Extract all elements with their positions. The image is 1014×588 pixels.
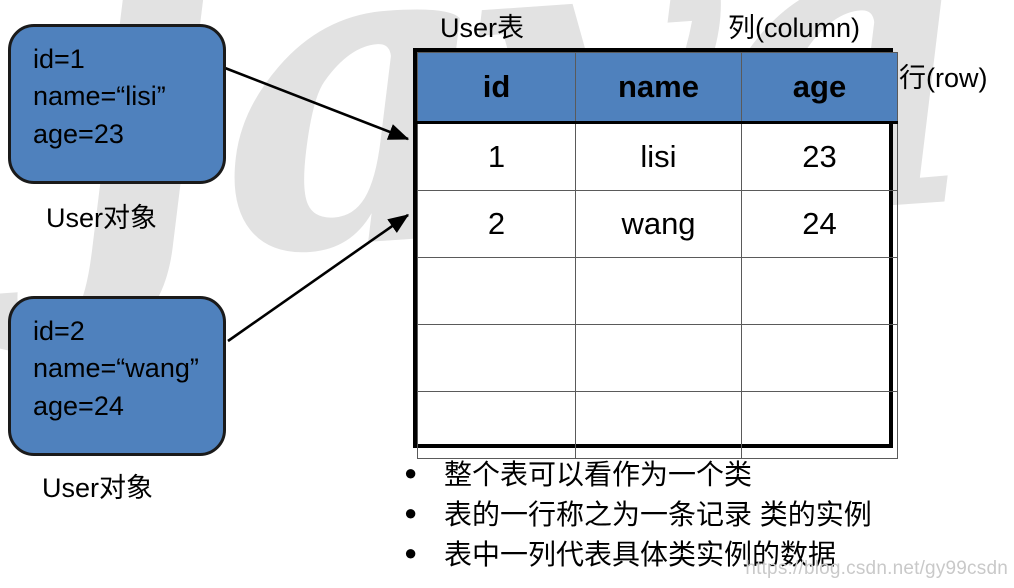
bullet-icon: ●	[404, 499, 418, 525]
note-item: ● 表中一列代表具体类实例的数据	[404, 535, 1014, 575]
user-object-caption-2: User对象	[42, 473, 154, 503]
table-row: 1 lisi 23	[417, 122, 898, 191]
column-header-name: name	[575, 52, 742, 124]
object1-line-id: id=1	[33, 44, 85, 74]
cell-name: lisi	[575, 122, 742, 191]
table-row-empty	[417, 324, 898, 392]
object1-line-name: name=“lisi”	[33, 81, 166, 112]
cell-id: 2	[417, 190, 576, 258]
table-row: 2 wang 24	[417, 190, 898, 258]
note-text: 表中一列代表具体类实例的数据	[444, 538, 837, 570]
cell-name	[575, 391, 742, 459]
column-header-id: id	[417, 52, 576, 124]
table-row-empty	[417, 391, 898, 459]
row-label: 行(row)	[899, 63, 988, 93]
object1-line-age: age=23	[33, 118, 124, 149]
note-item: ● 表的一行称之为一条记录 类的实例	[404, 495, 1014, 535]
column-label: 列(column)	[728, 13, 861, 43]
notes-list: ● 整个表可以看作为一个类 ● 表的一行称之为一条记录 类的实例 ● 表中一列代…	[404, 455, 1014, 574]
cell-name	[575, 257, 742, 325]
cell-age	[741, 324, 898, 392]
table-header-row: id name age	[417, 52, 898, 124]
cell-age	[741, 257, 898, 325]
cell-age: 24	[741, 190, 898, 258]
user-object-box-1: id=1 name=“lisi” age=23	[8, 24, 226, 184]
table-title-label: User表	[440, 13, 525, 43]
object2-line-age: age=24	[33, 390, 124, 421]
cell-name: wang	[575, 190, 742, 258]
cell-id: 1	[417, 122, 576, 191]
cell-age: 23	[741, 122, 898, 191]
bullet-icon: ●	[404, 539, 418, 565]
user-object-box-2: id=2 name=“wang” age=24	[8, 296, 226, 456]
bullet-icon: ●	[404, 460, 418, 485]
source-watermark: https://blog.csdn.net/gy99csdn	[745, 558, 1008, 579]
note-item: ● 整个表可以看作为一个类	[404, 455, 1014, 495]
table-row-empty	[417, 257, 898, 325]
cell-id	[417, 391, 576, 459]
object2-line-id: id=2	[33, 316, 85, 346]
cell-name	[575, 324, 742, 392]
note-text: 整个表可以看作为一个类	[444, 459, 753, 490]
cell-id	[417, 257, 576, 325]
user-object-caption-1: User对象	[46, 203, 158, 233]
user-table: id name age 1 lisi 23 2 wang 24	[413, 48, 898, 459]
object2-line-name: name=“wang”	[33, 353, 199, 384]
cell-age	[741, 391, 898, 459]
note-text: 表的一行称之为一条记录 类的实例	[444, 498, 872, 530]
column-header-age: age	[741, 52, 898, 124]
cell-id	[417, 324, 576, 392]
